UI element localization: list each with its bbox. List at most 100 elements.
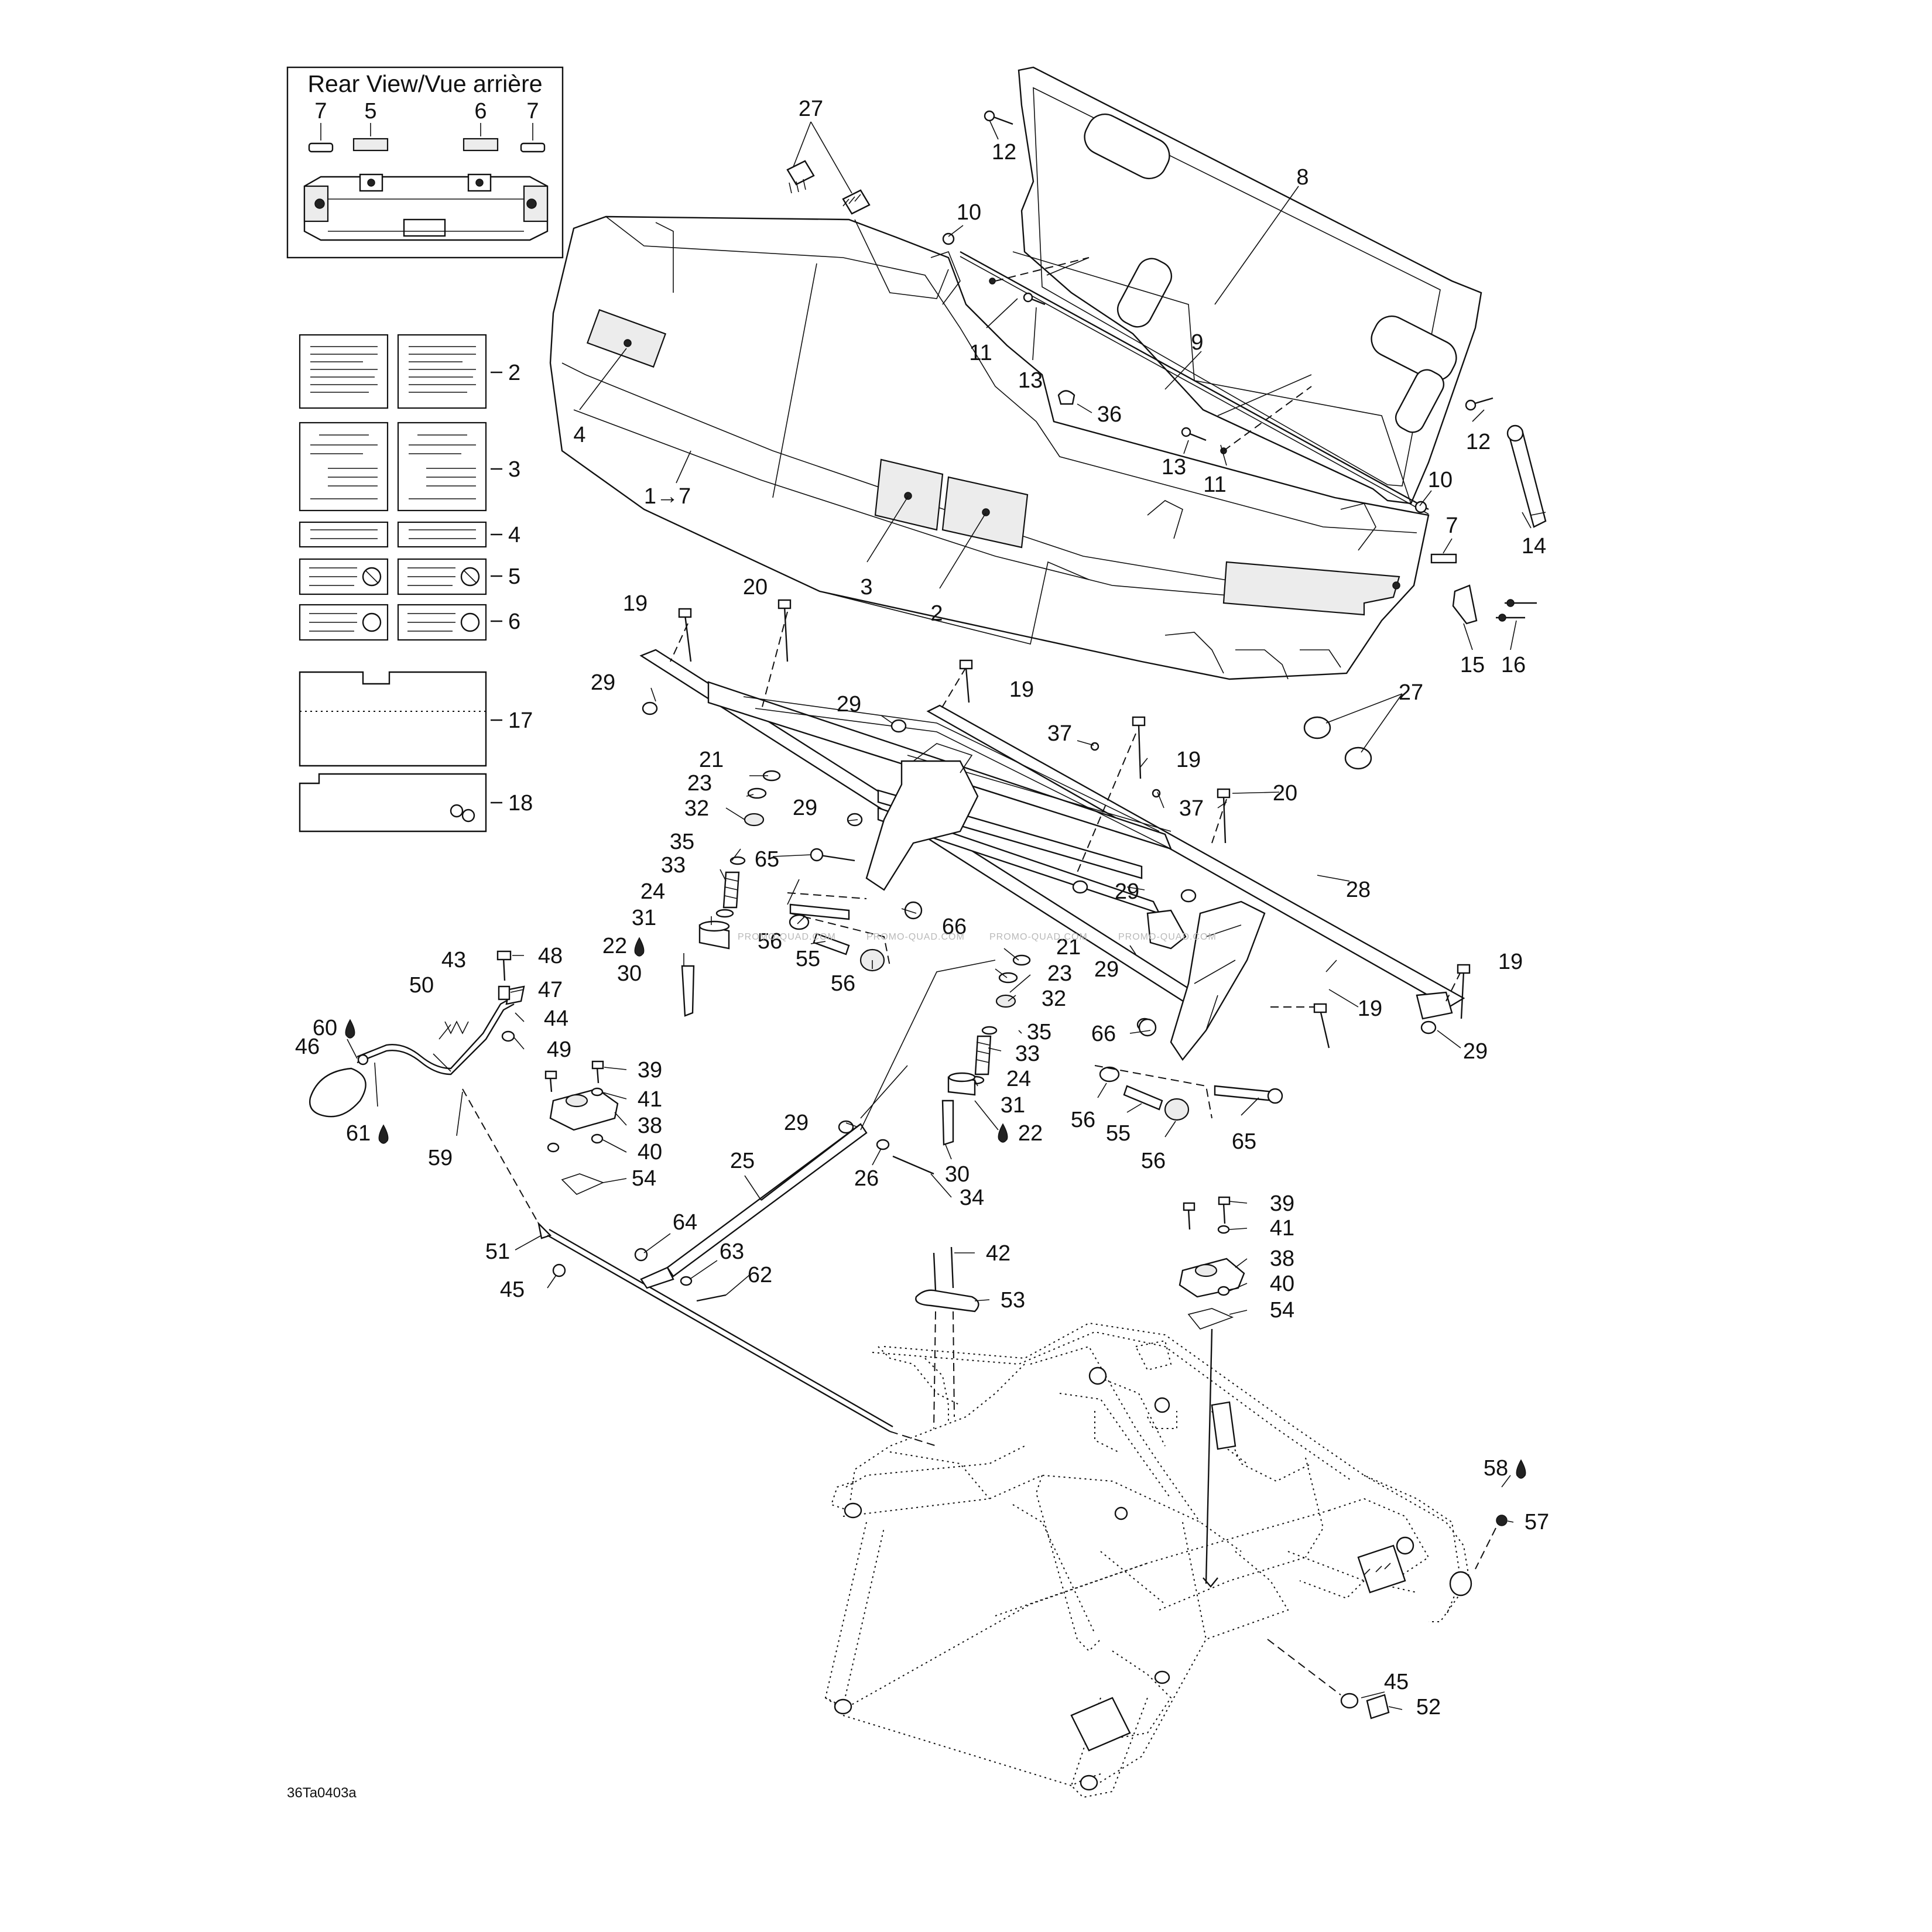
callout-39-a: 39 bbox=[638, 1058, 662, 1083]
watermark-4: PROMO-QUAD.COM bbox=[1118, 932, 1217, 942]
latch-14 bbox=[1508, 429, 1547, 528]
callout-48: 48 bbox=[538, 944, 563, 968]
callout-4: 4 bbox=[573, 423, 585, 447]
drop-icon-61 bbox=[378, 1124, 389, 1144]
callout-1-to-7: 1→7 bbox=[644, 484, 691, 509]
callout-20-a: 20 bbox=[743, 575, 768, 600]
callout-33-a: 33 bbox=[661, 853, 686, 878]
callout-3: 3 bbox=[860, 575, 872, 600]
leader-lines bbox=[347, 119, 1532, 1710]
callout-11: 11 bbox=[969, 341, 992, 365]
callout-35-a: 35 bbox=[670, 830, 694, 854]
callout-19-a: 19 bbox=[623, 591, 648, 616]
decal-2-right bbox=[397, 334, 487, 409]
sub-frame bbox=[639, 599, 1471, 1146]
callout-50: 50 bbox=[409, 973, 434, 998]
callout-38-b: 38 bbox=[1270, 1246, 1294, 1271]
callout-12-right: 12 bbox=[1466, 430, 1491, 454]
decal-callout-5: 5 bbox=[508, 564, 520, 589]
callout-64: 64 bbox=[673, 1210, 697, 1235]
drop-icon-58 bbox=[1516, 1459, 1526, 1479]
callout-28: 28 bbox=[1346, 878, 1371, 902]
callout-30-b: 30 bbox=[945, 1162, 970, 1187]
inset-callout-7-left: 7 bbox=[314, 99, 327, 124]
decal-labels: 2 3 4 5 6 17 bbox=[299, 334, 533, 833]
decal-4-on-box bbox=[586, 309, 667, 368]
callout-29-a: 29 bbox=[591, 670, 615, 695]
watermark-1: PROMO-QUAD.COM bbox=[738, 932, 836, 942]
callout-49: 49 bbox=[547, 1037, 571, 1062]
decal-7-on-box bbox=[1222, 561, 1400, 616]
inset-frame bbox=[286, 66, 564, 259]
callout-22-a: 22 bbox=[602, 934, 627, 958]
latch-plate-15 bbox=[1452, 584, 1478, 625]
callout-66-b: 66 bbox=[1091, 1022, 1116, 1046]
callout-29-e: 29 bbox=[1094, 957, 1119, 982]
rear-view-inset: Rear View/Vue arrière 7 5 6 7 bbox=[286, 66, 564, 259]
callout-34: 34 bbox=[960, 1186, 984, 1210]
callout-36: 36 bbox=[1097, 402, 1122, 427]
decal-callout-4: 4 bbox=[508, 523, 520, 547]
bracket-53 bbox=[915, 1289, 979, 1313]
callout-29-f: 29 bbox=[1463, 1039, 1488, 1064]
liner-18 bbox=[299, 773, 487, 833]
callout-24-b: 24 bbox=[1006, 1067, 1031, 1091]
callout-45-a: 45 bbox=[500, 1277, 525, 1302]
callout-57: 57 bbox=[1525, 1510, 1549, 1534]
callout-58: 58 bbox=[1484, 1456, 1508, 1481]
callout-27-right: 27 bbox=[1399, 680, 1423, 705]
callout-65-b: 65 bbox=[1232, 1129, 1256, 1154]
callout-51: 51 bbox=[485, 1239, 510, 1264]
inset-callout-5: 5 bbox=[364, 99, 376, 124]
callout-24-a: 24 bbox=[640, 879, 665, 904]
drop-icon-22-right bbox=[998, 1123, 1008, 1143]
callout-56-a: 56 bbox=[758, 929, 782, 954]
callout-21-a: 21 bbox=[699, 748, 724, 772]
callout-43: 43 bbox=[441, 948, 466, 972]
box-body bbox=[549, 215, 1430, 680]
callout-52: 52 bbox=[1416, 1695, 1441, 1719]
decal-2-left bbox=[299, 334, 389, 409]
callout-35-b: 35 bbox=[1027, 1020, 1051, 1044]
callout-59: 59 bbox=[428, 1146, 453, 1170]
callout-15: 15 bbox=[1460, 653, 1485, 677]
callout-2: 2 bbox=[930, 601, 943, 626]
callout-29-c: 29 bbox=[793, 796, 817, 820]
callout-29-d: 29 bbox=[1115, 879, 1139, 904]
callout-47: 47 bbox=[538, 978, 563, 1002]
decal-callout-3: 3 bbox=[508, 457, 520, 482]
callout-11-right: 11 bbox=[1203, 472, 1226, 497]
rear-view-box-outline bbox=[303, 176, 549, 241]
callout-27: 27 bbox=[799, 97, 823, 121]
tilt-linkage bbox=[309, 950, 996, 1433]
callout-23-b: 23 bbox=[1047, 961, 1072, 986]
decal-3-right bbox=[397, 422, 487, 512]
callout-7: 7 bbox=[1445, 513, 1458, 538]
callout-30-a: 30 bbox=[617, 961, 642, 986]
liner-17 bbox=[299, 671, 487, 767]
callout-25: 25 bbox=[730, 1149, 755, 1173]
callout-56-b: 56 bbox=[831, 971, 855, 996]
decal-callout-2: 2 bbox=[508, 361, 520, 385]
subframe-bracket-right bbox=[1170, 900, 1266, 1061]
callout-20-b: 20 bbox=[1273, 781, 1297, 806]
callout-32-a: 32 bbox=[684, 796, 709, 821]
callout-37-a: 37 bbox=[1047, 721, 1072, 746]
chassis-frame bbox=[824, 1196, 1508, 1799]
callout-19-c: 19 bbox=[1176, 748, 1201, 772]
pivot-plate-38-left bbox=[549, 1088, 619, 1131]
cargo-box bbox=[549, 66, 1547, 770]
callout-61: 61 bbox=[346, 1121, 371, 1146]
callout-54-a: 54 bbox=[632, 1166, 656, 1191]
drawing-code: 36Ta0403a bbox=[287, 1785, 357, 1801]
callout-55-b: 55 bbox=[1106, 1121, 1131, 1146]
decal-3-left bbox=[299, 422, 389, 512]
watermark-2: PROMO-QUAD.COM bbox=[866, 932, 965, 942]
callout-19-b: 19 bbox=[1009, 677, 1034, 702]
decal-4-right bbox=[397, 521, 487, 548]
callout-22-b: 22 bbox=[1018, 1121, 1043, 1146]
callout-12: 12 bbox=[992, 140, 1016, 165]
callout-29-b: 29 bbox=[837, 692, 861, 717]
callout-26: 26 bbox=[854, 1166, 879, 1191]
decal-4-left bbox=[299, 521, 389, 548]
